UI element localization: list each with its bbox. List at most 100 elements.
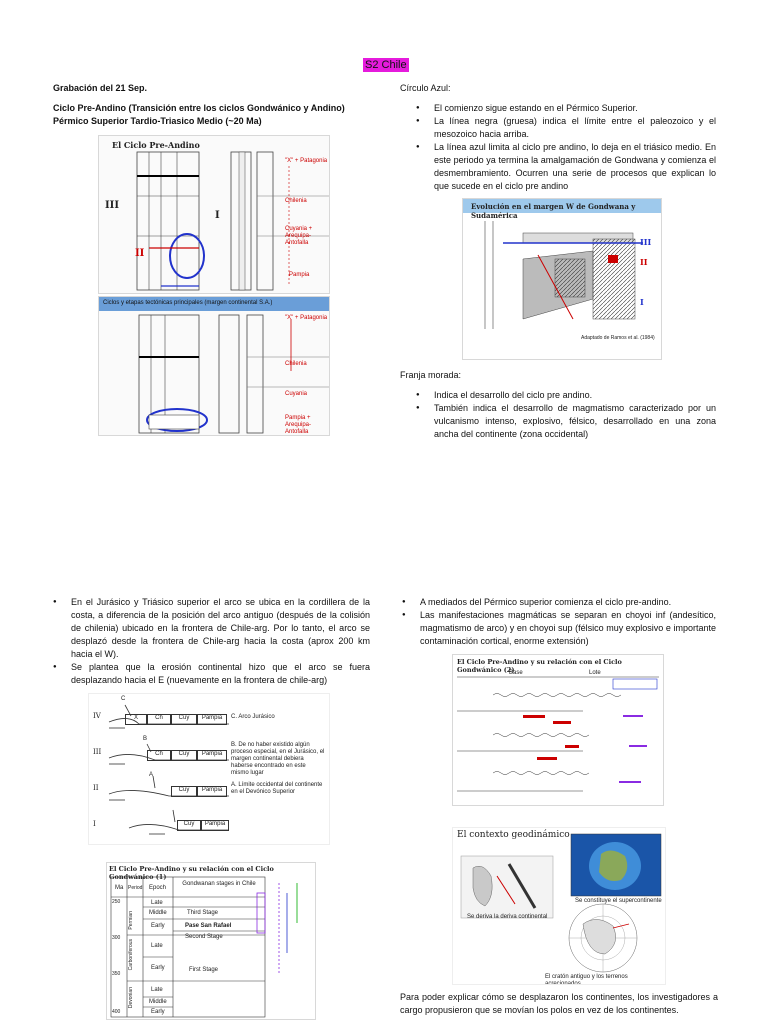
figure-title: Evolución en el margen W de Gondwana y S… — [471, 202, 636, 220]
period-permian: Permian — [128, 911, 134, 930]
arc-evolution-graphic — [108, 704, 229, 835]
stage-first: First Stage — [189, 967, 219, 973]
block-pampia: Pampia — [201, 820, 229, 831]
col-ma: Ma — [115, 885, 124, 891]
block-pampia: Pampia — [197, 786, 227, 797]
label-cuyania: Cuyania — [285, 391, 308, 397]
label-chilenia: Chilenia — [285, 198, 307, 204]
block-cuy: Cuy — [171, 714, 197, 725]
geodynamic-context-figure: El contexto geodinámico Se deriva la der… — [452, 827, 666, 985]
caption-supercontinent: Se constituye el supercontinente — [575, 898, 662, 904]
row-iii-label: III — [93, 748, 102, 756]
stratigraphic-column-graphic — [138, 314, 329, 434]
col-lote: Lote — [589, 670, 601, 676]
roman-ii: II — [135, 248, 145, 259]
epoch-late: Late — [151, 943, 163, 949]
margin-evolution-graphic — [484, 221, 643, 329]
purple-band-heading: Franja morada: — [400, 370, 462, 380]
block-cuy: Cuy — [177, 820, 201, 831]
tick-250: 250 — [112, 899, 121, 905]
block-pampia: Pampia — [197, 750, 227, 761]
blue-circle-bullets: El comienzo sigue estando en el Pérmico … — [416, 102, 716, 193]
caption-craton: El cratón antiguo y los terrenos acrecio… — [545, 974, 628, 985]
roman-ii: II — [640, 257, 648, 267]
purple-band-bullets: Indica el desarrollo del ciclo pre andin… — [416, 389, 716, 441]
pre-andino-magmatism-bullets: A mediados del Pérmico superior comienza… — [402, 596, 716, 648]
label-chilenia: Chilenia — [285, 361, 307, 367]
section-heading: Ciclo Pre-Andino (Transición entre los c… — [53, 103, 345, 126]
label-x-patagonia: "X" + Patagonia — [285, 315, 328, 321]
row-iii-note: B. De no haber existido algún proceso es… — [231, 742, 325, 776]
label-pampia: Pampia — [289, 272, 310, 278]
label-x-patagonia: "X" + Patagonia — [285, 158, 328, 164]
list-item: Indica el desarrollo del ciclo pre andin… — [416, 389, 716, 402]
marker-c: C — [121, 696, 126, 702]
figure-title: Ciclos y etapas tectónicas principales (… — [103, 300, 273, 306]
arc-evolution-figure: IV III II I C B A X Ch Cuy Pampia C. Arc… — [88, 693, 330, 845]
list-item: A mediados del Pérmico superior comienza… — [402, 596, 716, 609]
list-item: Se plantea que la erosión continental hi… — [53, 661, 370, 687]
epoch-middle: Middle — [149, 999, 167, 1005]
col-epoch: Epoch — [149, 885, 167, 891]
roman-iii: III — [640, 237, 652, 247]
gondwana-margin-evolution-figure: Evolución en el margen W de Gondwana y S… — [462, 198, 662, 360]
list-item: La línea azul limita al ciclo pre andino… — [416, 141, 716, 193]
arc-migration-bullets: En el Jurásico y Triásico superior el ar… — [53, 596, 370, 687]
caption-continental-drift: Se deriva la deriva continental — [467, 914, 548, 920]
blue-circle-heading: Círculo Azul: — [400, 83, 451, 93]
roman-iii: III — [105, 200, 120, 211]
paleogeographic-maps-graphic — [460, 833, 662, 973]
page-title: S2 Chile — [363, 58, 409, 72]
marker-a: A — [149, 772, 154, 778]
block-x: X — [125, 714, 147, 725]
block-cuy: Cuy — [171, 786, 197, 797]
gondwanic-cycle-relation-figure-2: El Ciclo Pre-Andino y su relación con el… — [452, 654, 664, 806]
row-ii-note: A. Límite occidental del continente en e… — [231, 782, 323, 795]
block-ch: Ch — [147, 714, 171, 725]
epoch-early: Early — [151, 1009, 165, 1015]
stage-pase-san-rafael: Pase San Rafael — [185, 923, 232, 929]
row-iv-note: C. Arco Jurásico — [231, 714, 275, 720]
figure-title: El contexto geodinámico — [457, 830, 570, 840]
stage-second: Second Stage — [185, 934, 223, 940]
figure-title: El Ciclo Pre-Andino — [112, 140, 200, 150]
tick-300: 300 — [112, 935, 121, 941]
col-period: Period — [128, 885, 143, 891]
epoch-early: Early — [151, 965, 165, 971]
closing-paragraph: Para poder explicar cómo se desplazaron … — [400, 992, 718, 1015]
marker-b: B — [143, 736, 148, 742]
block-cuy: Cuy — [171, 750, 197, 761]
list-item: Las manifestaciones magmáticas se separa… — [402, 609, 716, 648]
label-cuyania: Cuyania + Arequipa-Antofalla — [285, 226, 313, 246]
tick-350: 350 — [112, 971, 121, 977]
magmatism-chart-graphic — [457, 676, 659, 792]
recording-date: Grabación del 21 Sep. — [53, 83, 148, 93]
period-carboniferous: Carboniferous — [128, 939, 134, 971]
gondwanic-cycle-relation-figure-1: El Ciclo Pre-Andino y su relación con el… — [106, 862, 316, 1020]
roman-i: I — [640, 297, 644, 307]
epoch-late: Late — [151, 900, 163, 906]
geologic-timescale-graphic — [110, 876, 298, 1018]
roman-i: I — [215, 210, 220, 221]
row-i-label: I — [93, 820, 96, 828]
stage-third: Third Stage — [187, 910, 219, 916]
stratigraphic-column-graphic — [136, 151, 329, 291]
period-devonian: Devonian — [128, 987, 134, 1009]
list-item: La línea negra (gruesa) indica el límite… — [416, 115, 716, 141]
epoch-late: Late — [151, 987, 163, 993]
epoch-early: Early — [151, 923, 165, 929]
list-item: También indica el desarrollo de magmatis… — [416, 402, 716, 441]
col-base: Base — [509, 670, 523, 676]
label-pampia: Pampia + Arequipa-Antofalla — [285, 415, 312, 435]
block-ch: Ch — [147, 750, 171, 761]
block-pampia: Pampia — [197, 714, 227, 725]
epoch-middle: Middle — [149, 910, 167, 916]
list-item: En el Jurásico y Triásico superior el ar… — [53, 596, 370, 661]
tick-400: 400 — [112, 1009, 121, 1015]
figure-caption: Adaptado de Ramos et al. (1984) — [581, 335, 655, 341]
list-item: El comienzo sigue estando en el Pérmico … — [416, 102, 716, 115]
pre-andino-cycle-figure: El Ciclo Pre-Andino III II I "X" + Patag… — [98, 135, 330, 294]
figure-title: El Ciclo Pre-Andino y su relación con el… — [457, 658, 622, 674]
row-iv-label: IV — [93, 712, 101, 720]
tectonic-cycles-figure: Ciclos y etapas tectónicas principales (… — [98, 296, 330, 436]
